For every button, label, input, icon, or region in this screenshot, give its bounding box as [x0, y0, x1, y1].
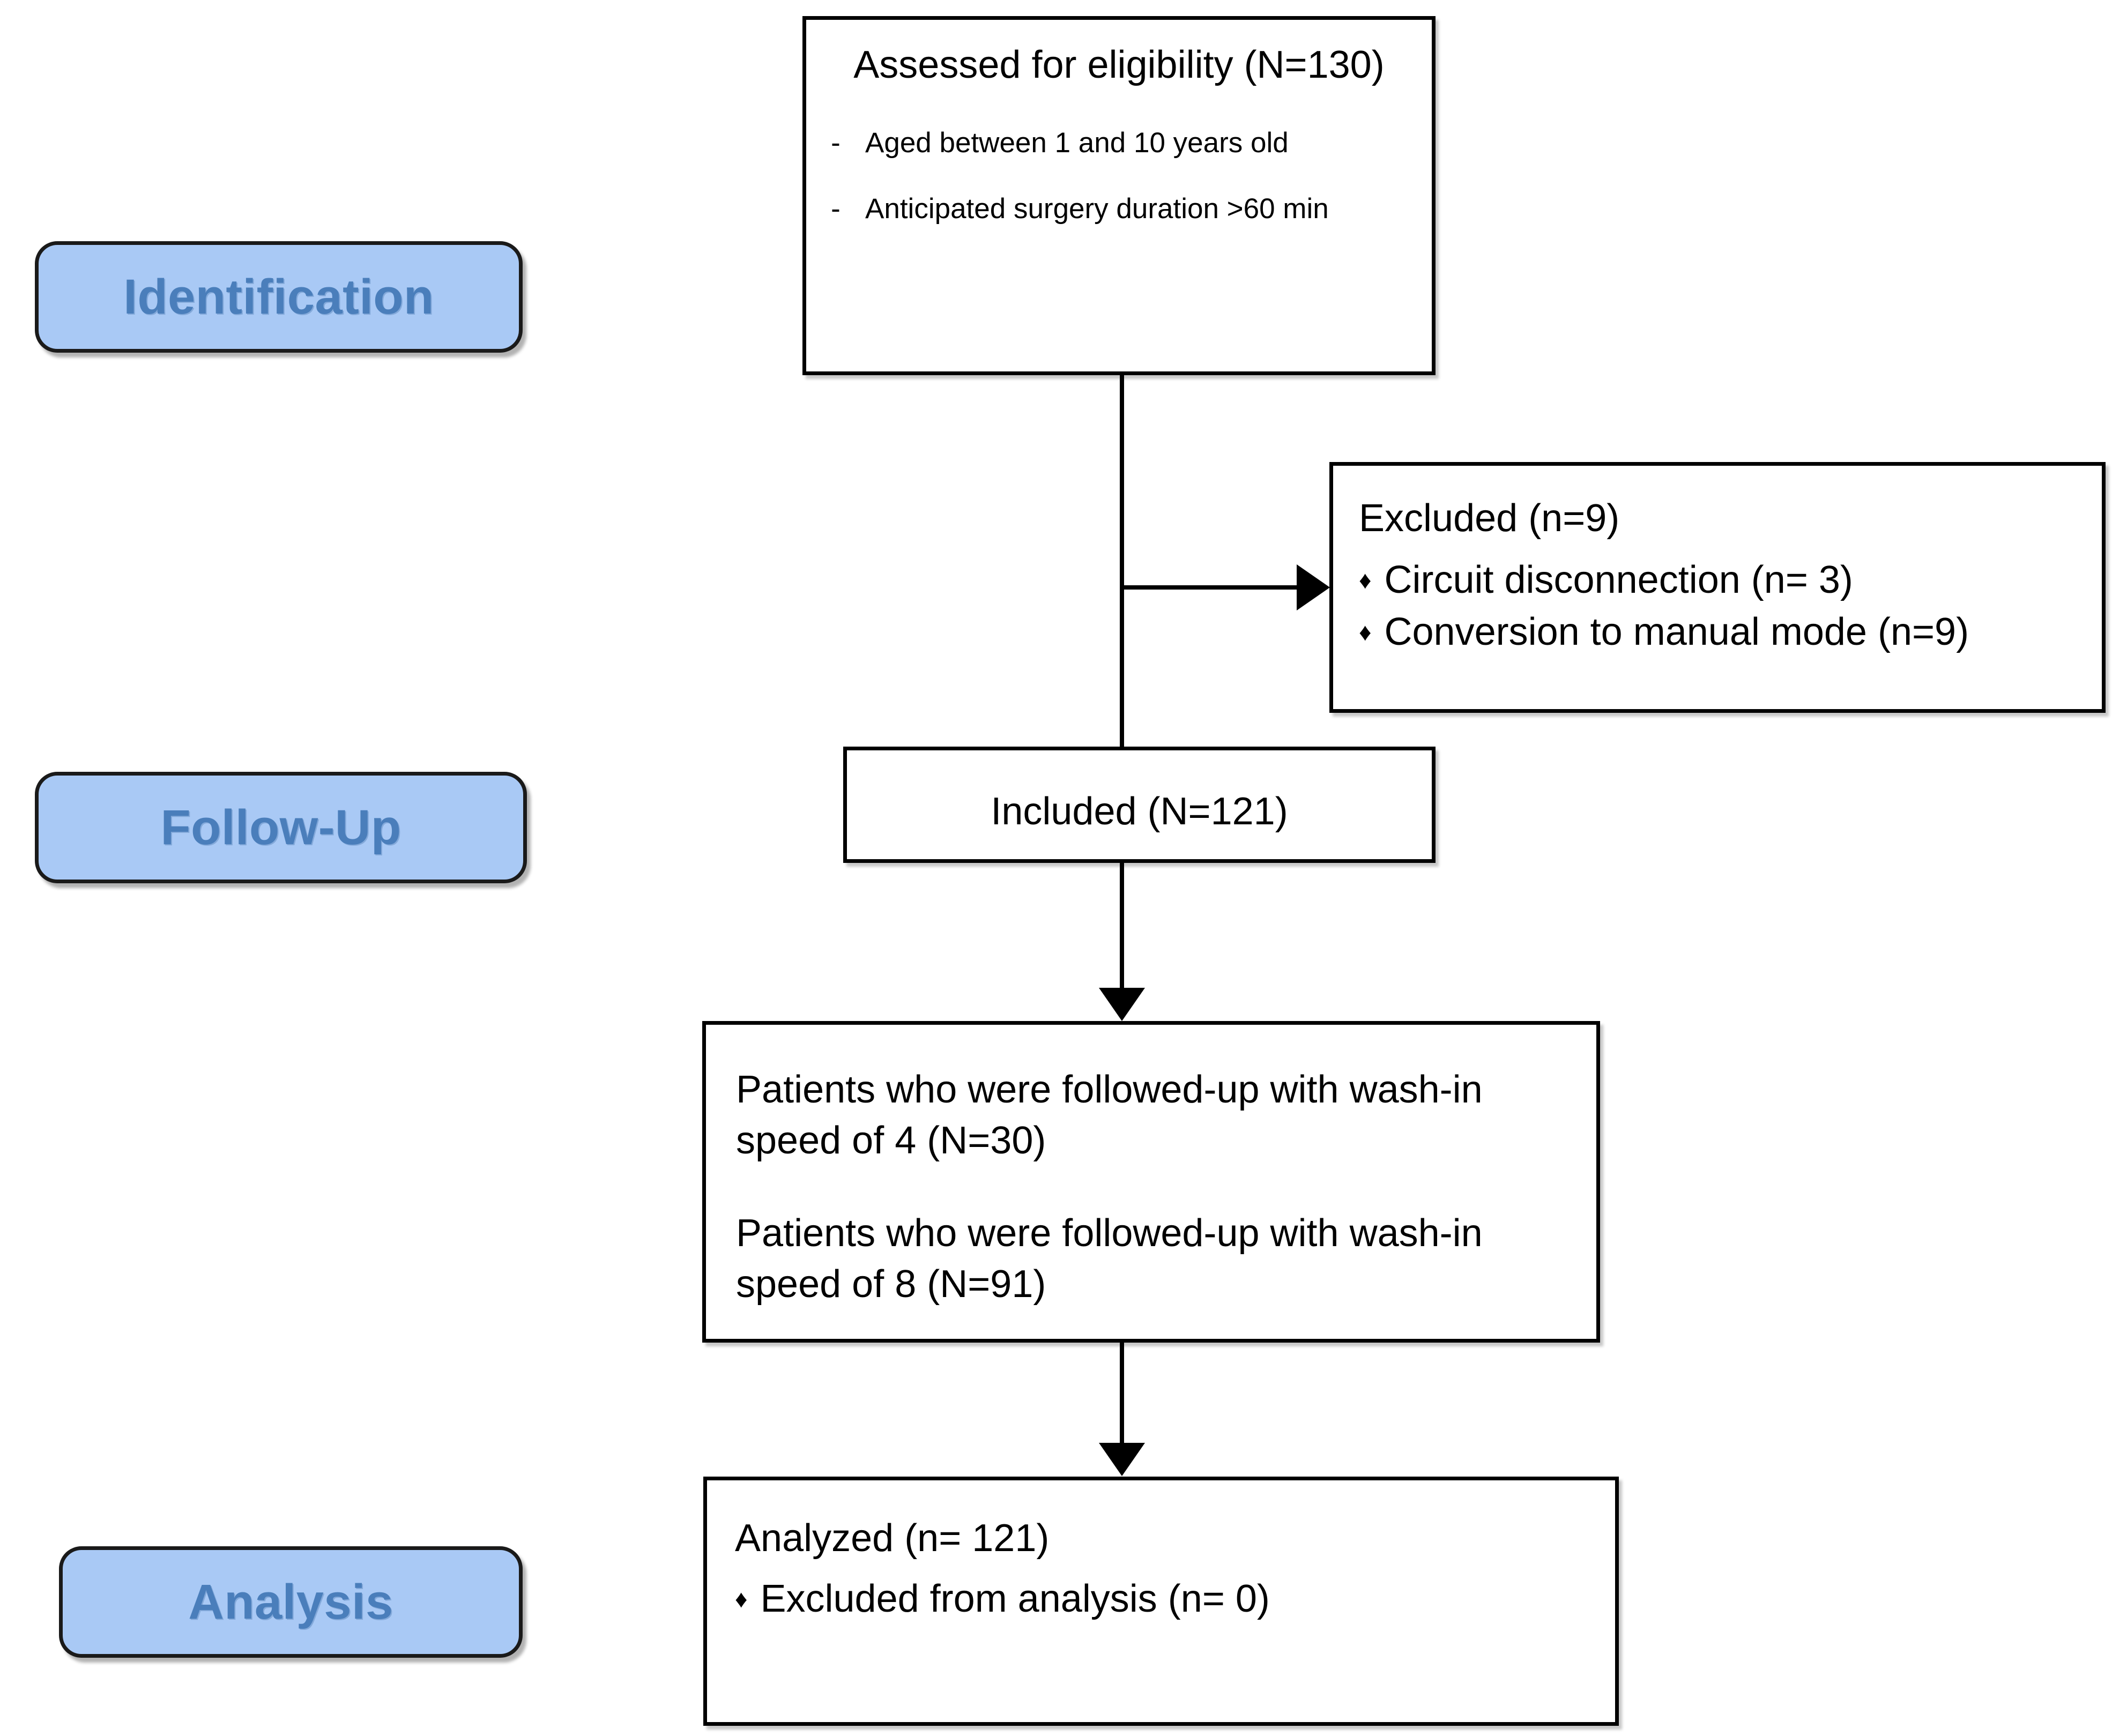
connector-branch-to-excluded	[1120, 585, 1297, 590]
stage-badge-identification: Identification	[35, 241, 523, 353]
stage-badge-follow-up: Follow-Up	[35, 772, 527, 883]
box-excluded: Excluded (n=9) ♦ Circuit disconnection (…	[1329, 462, 2106, 713]
reason-text: Circuit disconnection (n= 3)	[1384, 558, 1853, 601]
list-item: ♦ Circuit disconnection (n= 3)	[1359, 556, 2102, 604]
stage-label-follow-up: Follow-Up	[160, 800, 401, 855]
arrow-down-icon	[1099, 988, 1145, 1021]
washin-speed-8-text: Patients who were followed-up with wash-…	[736, 1212, 1483, 1306]
reason-text: Conversion to manual mode (n=9)	[1384, 610, 1969, 654]
connector-eligibility-to-included	[1120, 375, 1124, 747]
diamond-bullet-icon: ♦	[1359, 565, 1372, 594]
diamond-bullet-icon: ♦	[1359, 618, 1372, 646]
diamond-bullet-icon: ♦	[735, 1584, 748, 1613]
connector-included-to-washin	[1120, 863, 1124, 989]
note-text: Excluded from analysis (n= 0)	[760, 1577, 1270, 1620]
stage-label-identification: Identification	[123, 270, 434, 324]
analyzed-title: Analyzed (n= 121)	[735, 1517, 1050, 1560]
connector-washin-to-analyzed	[1120, 1343, 1124, 1443]
dash-marker-icon: -	[831, 126, 841, 159]
excluded-title: Excluded (n=9)	[1359, 497, 1620, 540]
criterion-text: Anticipated surgery duration >60 min	[865, 192, 1329, 225]
arrow-down-icon	[1099, 1443, 1145, 1476]
eligibility-criteria-list: - Aged between 1 and 10 years old - Anti…	[806, 125, 1432, 227]
box-assessed-for-eligibility: Assessed for eligibility (N=130) - Aged …	[802, 16, 1436, 375]
analyzed-notes-list: ♦ Excluded from analysis (n= 0)	[735, 1575, 1615, 1623]
excluded-reasons-list: ♦ Circuit disconnection (n= 3) ♦ Convers…	[1359, 556, 2102, 657]
list-item: - Aged between 1 and 10 years old	[806, 125, 1432, 161]
list-item: ♦ Excluded from analysis (n= 0)	[735, 1575, 1615, 1623]
washin-speed-4-text: Patients who were followed-up with wash-…	[736, 1068, 1483, 1163]
box-followed-up-washin-speed: Patients who were followed-up with wash-…	[702, 1021, 1600, 1343]
criterion-text: Aged between 1 and 10 years old	[865, 126, 1289, 159]
box-included: Included (N=121)	[843, 747, 1436, 863]
eligibility-title: Assessed for eligibility (N=130)	[853, 43, 1385, 86]
arrow-right-icon	[1297, 564, 1330, 610]
list-item: - Anticipated surgery duration >60 min	[806, 191, 1432, 227]
list-item: ♦ Conversion to manual mode (n=9)	[1359, 608, 2102, 656]
dash-marker-icon: -	[831, 192, 841, 225]
included-title: Included (N=121)	[991, 790, 1288, 833]
stage-badge-analysis: Analysis	[59, 1546, 523, 1658]
box-analyzed: Analyzed (n= 121) ♦ Excluded from analys…	[703, 1477, 1619, 1726]
stage-label-analysis: Analysis	[188, 1575, 393, 1629]
